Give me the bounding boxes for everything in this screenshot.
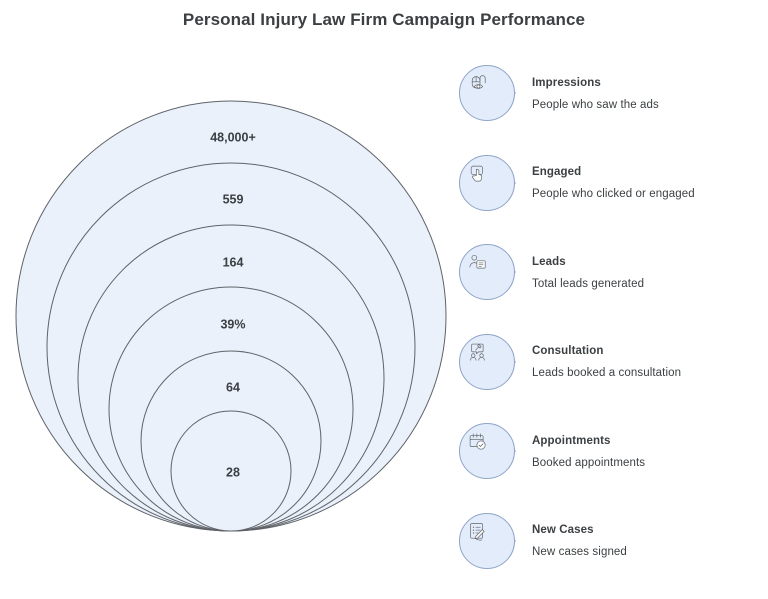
funnel-stage-value: 64 [226,380,240,394]
legend-item-title: New Cases [532,524,594,536]
legend-item-title: Consultation [532,345,604,357]
signed-document-icon [459,512,516,569]
legend-icon-badge [458,241,522,303]
legend-icon-badge [458,62,522,124]
legend-item-description: Leads booked a consultation [532,367,682,379]
legend-item-description: Total leads generated [532,277,645,290]
funnel-stage-value: 164 [223,255,244,269]
legend-item-description: New cases signed [532,546,627,558]
calendar-check-icon [459,423,516,479]
funnel-labels-group: 48,000+ 559 164 39% 64 28 [210,130,256,479]
legend-icon-badge [458,152,522,214]
legend-item-title: Appointments [532,434,611,447]
page-title: Personal Injury Law Firm Campaign Perfor… [182,10,586,29]
funnel-chart: 48,000+ 559 164 39% 64 28 [0,52,460,552]
legend-item-title: Leads [532,255,566,268]
funnel-stage-value: 28 [226,465,240,479]
funnel-stage-value: 39% [220,317,245,331]
legend-icon-badge [458,420,522,482]
legend-icon-badge [458,510,522,572]
tap-hand-icon [459,154,516,211]
funnel-stage-value: 559 [223,192,244,206]
legend-item-description: Booked appointments [532,456,646,469]
legend-item-title: Impressions [532,76,601,89]
legend-item-description: People who clicked or engaged [532,188,695,200]
gavel-consult-icon [459,333,516,390]
mouse-eye-icon [459,65,516,121]
funnel-circles-svg: 48,000+ 559 164 39% 64 28 [15,100,447,532]
legend-item-description: People who saw the ads [532,98,659,111]
person-document-icon [459,244,516,300]
funnel-circles-group [15,100,447,532]
legend-icon-badge [458,331,522,393]
funnel-stage-circle[interactable] [170,410,292,532]
funnel-stage-value: 48,000+ [210,130,256,144]
legend-item-title: Engaged [532,166,582,178]
